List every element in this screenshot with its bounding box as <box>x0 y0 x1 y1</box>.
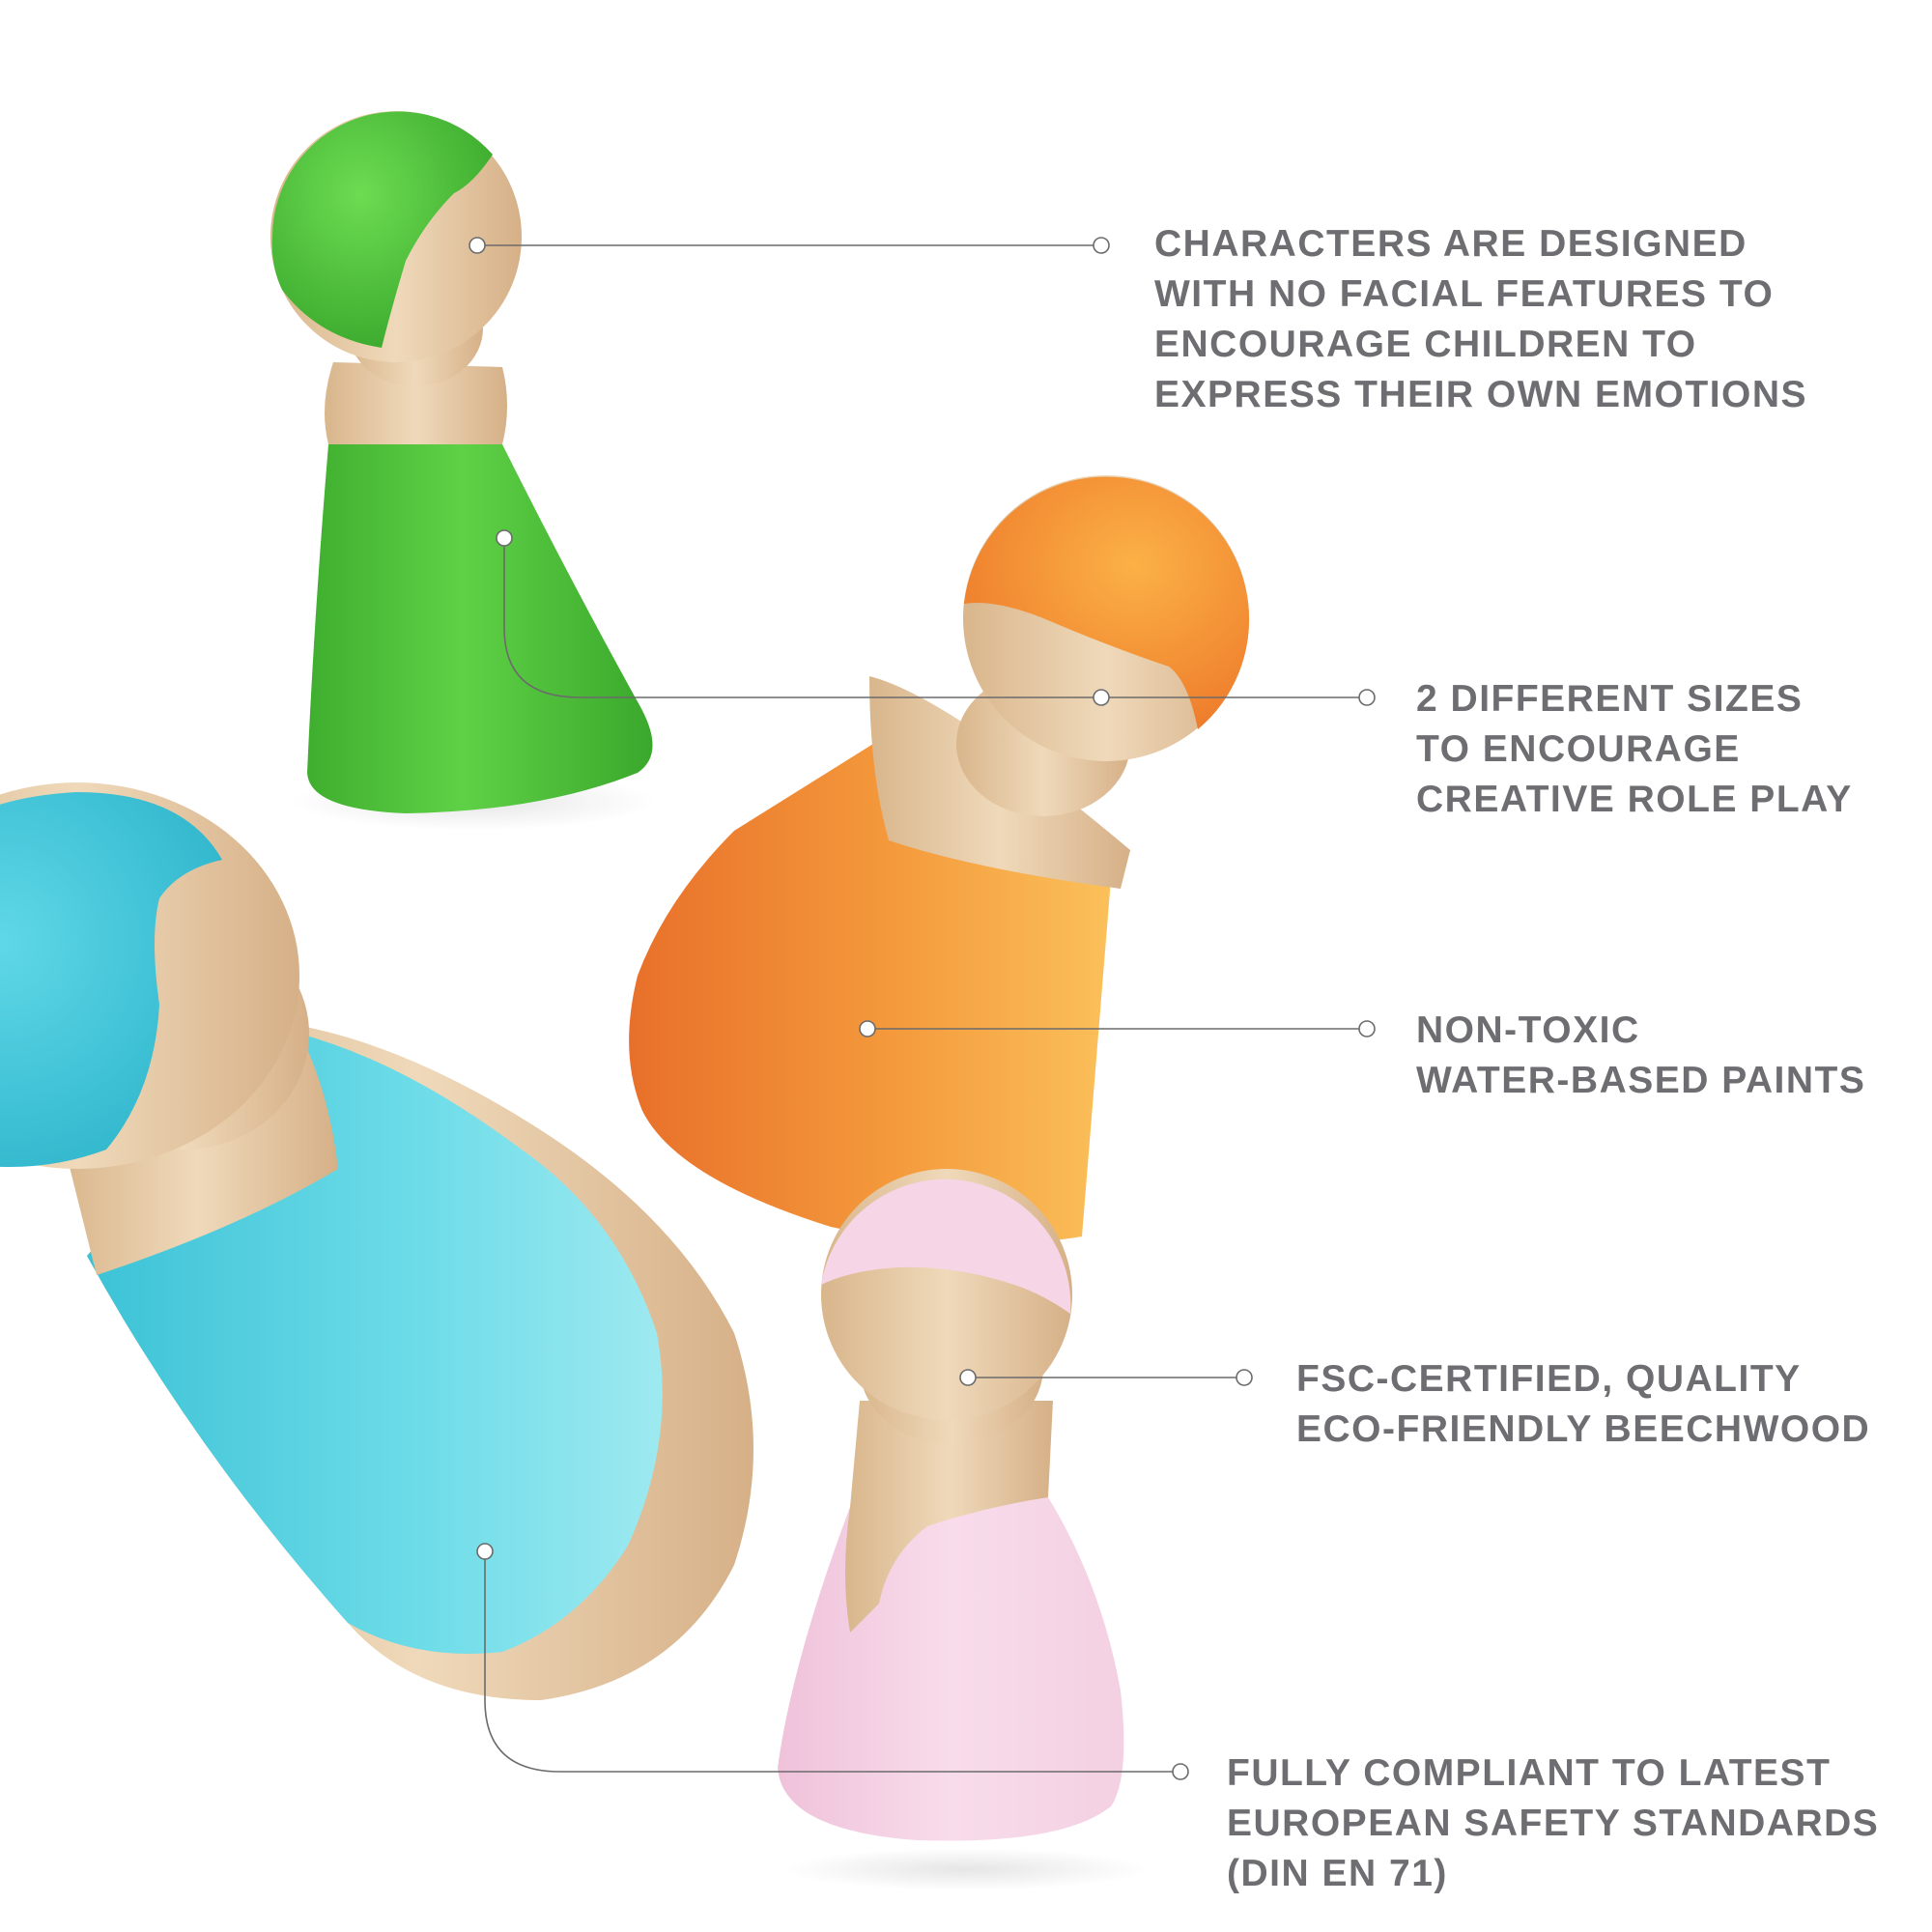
leader-line-2 <box>496 529 1376 706</box>
callout-line: (DIN EN 71) <box>1227 1853 1448 1894</box>
callout-line: EUROPEAN SAFETY STANDARDS <box>1227 1803 1880 1844</box>
callout-two-sizes: 2 DIFFERENT SIZES TO ENCOURAGE CREATIVE … <box>1416 674 1853 825</box>
callout-line: TO ENCOURAGE <box>1416 728 1741 770</box>
callout-line: EXPRESS THEIR OWN EMOTIONS <box>1154 374 1808 415</box>
callout-line: NON-TOXIC <box>1416 1009 1640 1051</box>
callout-non-toxic-paints: NON-TOXIC WATER-BASED PAINTS <box>1416 1006 1865 1106</box>
blue-peg-doll <box>0 782 753 1700</box>
callout-safety-standards: FULLY COMPLIANT TO LATEST EUROPEAN SAFET… <box>1227 1748 1879 1899</box>
callout-line: FSC-CERTIFIED, QUALITY <box>1296 1358 1802 1400</box>
pink-peg-doll <box>778 1169 1150 1890</box>
green-peg-doll <box>270 111 657 831</box>
callout-line: WATER-BASED PAINTS <box>1416 1060 1866 1101</box>
leader-lines <box>469 237 1376 1780</box>
leader-line-3 <box>859 1020 1376 1037</box>
callout-line: 2 DIFFERENT SIZES <box>1416 678 1804 720</box>
callout-line: WITH NO FACIAL FEATURES TO <box>1154 273 1775 315</box>
leader-line-1 <box>469 237 1110 254</box>
leader-line-4 <box>959 1369 1253 1386</box>
callout-fsc-beechwood: FSC-CERTIFIED, QUALITY ECO-FRIENDLY BEEC… <box>1296 1354 1870 1455</box>
callout-line: FULLY COMPLIANT TO LATEST <box>1227 1752 1832 1794</box>
callout-line: ENCOURAGE CHILDREN TO <box>1154 324 1697 365</box>
leader-line-5 <box>476 1543 1189 1780</box>
callout-no-facial-features: CHARACTERS ARE DESIGNED WITH NO FACIAL F… <box>1154 219 1807 420</box>
callout-line: ECO-FRIENDLY BEECHWOOD <box>1296 1408 1871 1450</box>
callout-line: CREATIVE ROLE PLAY <box>1416 779 1853 820</box>
callout-line: CHARACTERS ARE DESIGNED <box>1154 223 1747 265</box>
orange-peg-doll <box>629 475 1250 1244</box>
